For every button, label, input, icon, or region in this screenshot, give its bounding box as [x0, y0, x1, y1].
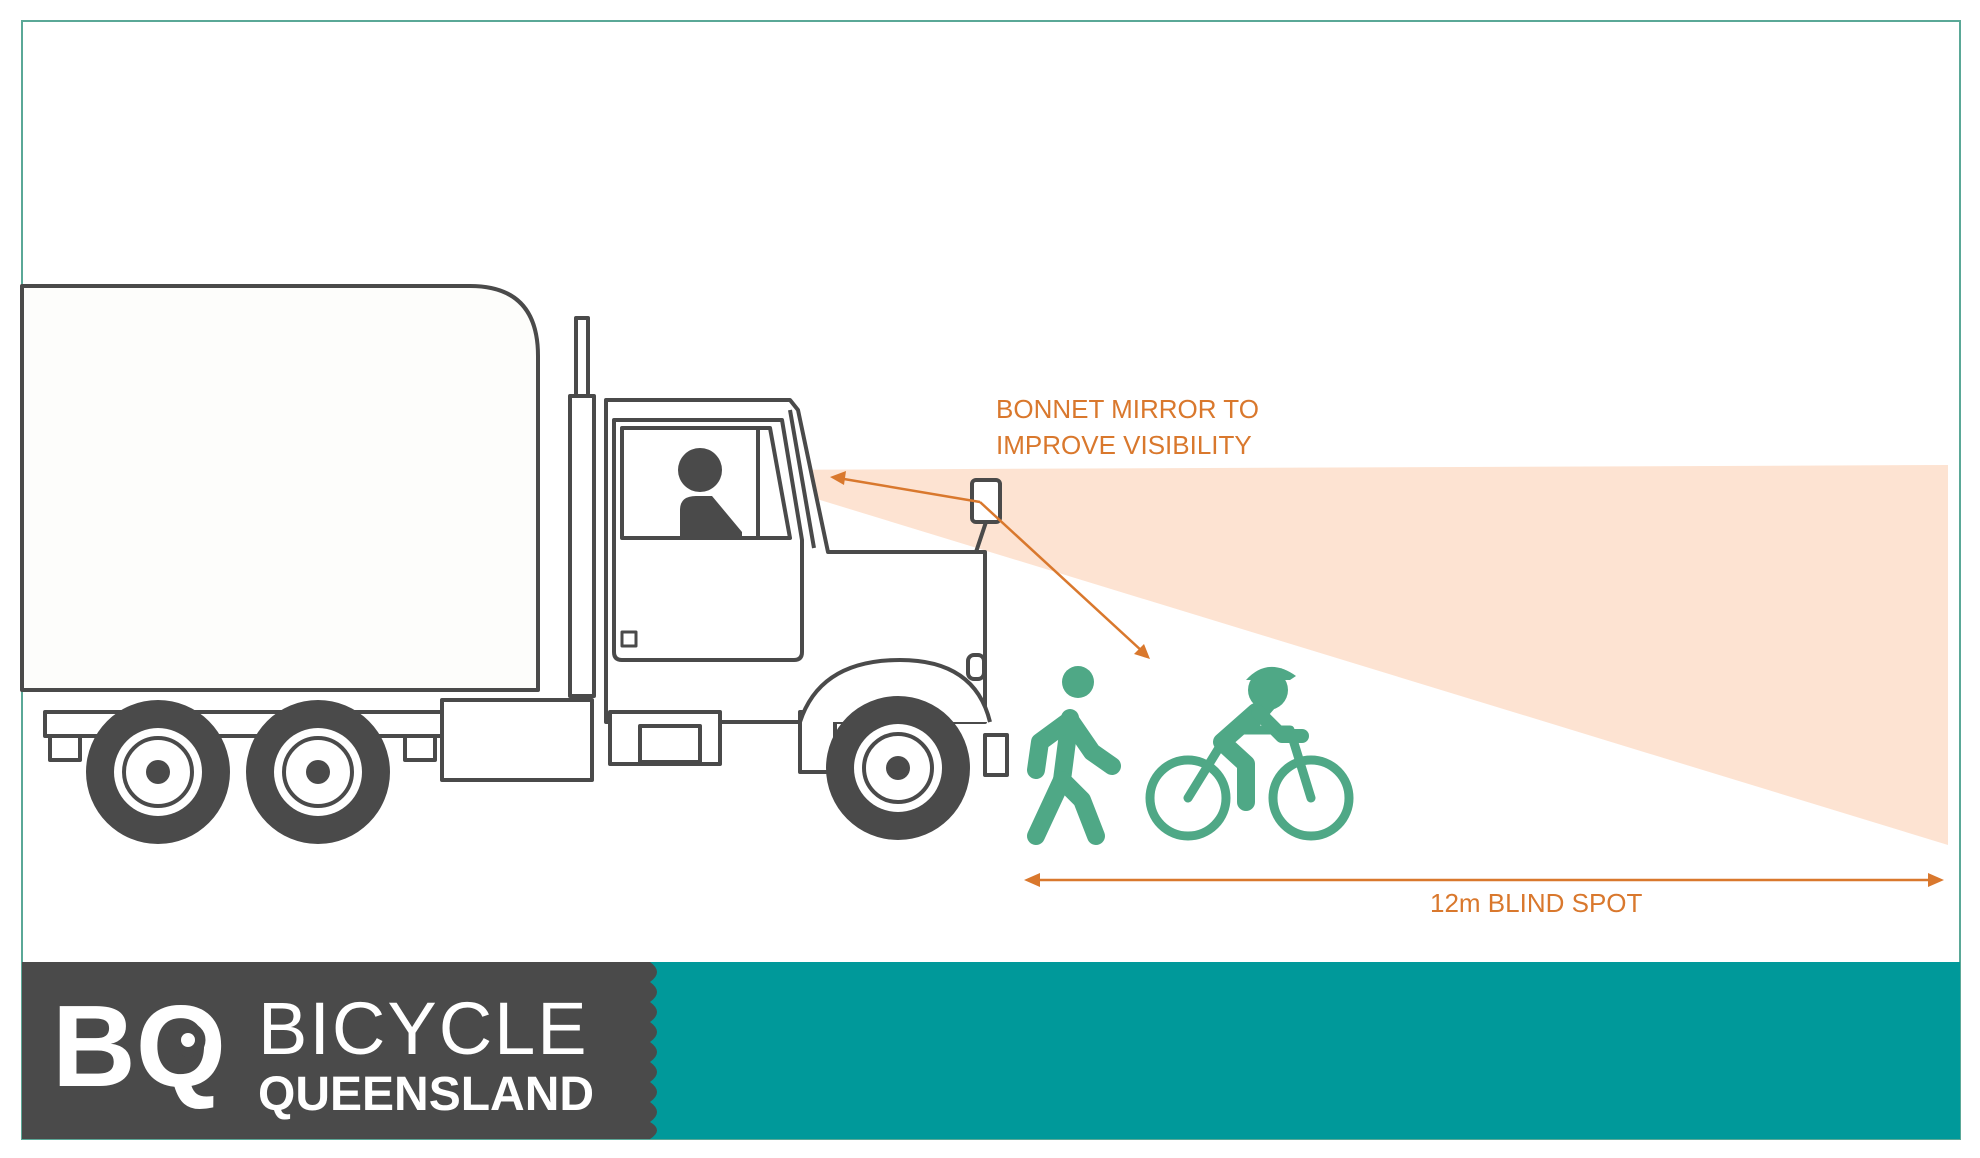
exhaust-stack [574, 316, 590, 398]
cyclist-icon [1145, 666, 1354, 841]
driver-icon [678, 448, 742, 538]
brand-line2: QUEENSLAND [258, 1068, 594, 1121]
front-fender [798, 658, 992, 723]
rear-wheel-1 [86, 700, 230, 844]
wheels [86, 696, 970, 844]
mirror-label-line2: IMPROVE VISIBILITY [996, 430, 1252, 460]
blind-spot-arrow [1024, 873, 1944, 887]
bumper [983, 733, 1009, 777]
fuel-tank [440, 698, 594, 782]
truck-icon [20, 284, 1009, 782]
logo-panel [22, 962, 657, 1139]
cargo-box [20, 284, 540, 692]
mirror-sightline-arrows [830, 471, 1150, 659]
pedestrian-icon [1027, 666, 1121, 845]
mirror-label-line1: BONNET MIRROR TO [996, 394, 1259, 424]
gear-icon [170, 1022, 206, 1058]
blind-spot-label: 12m BLIND SPOT [1430, 888, 1643, 918]
sight-cone [722, 465, 1948, 845]
rear-wheel-2 [246, 700, 390, 844]
front-wheel [826, 696, 970, 840]
brand-line1: BICYCLE [258, 987, 589, 1070]
